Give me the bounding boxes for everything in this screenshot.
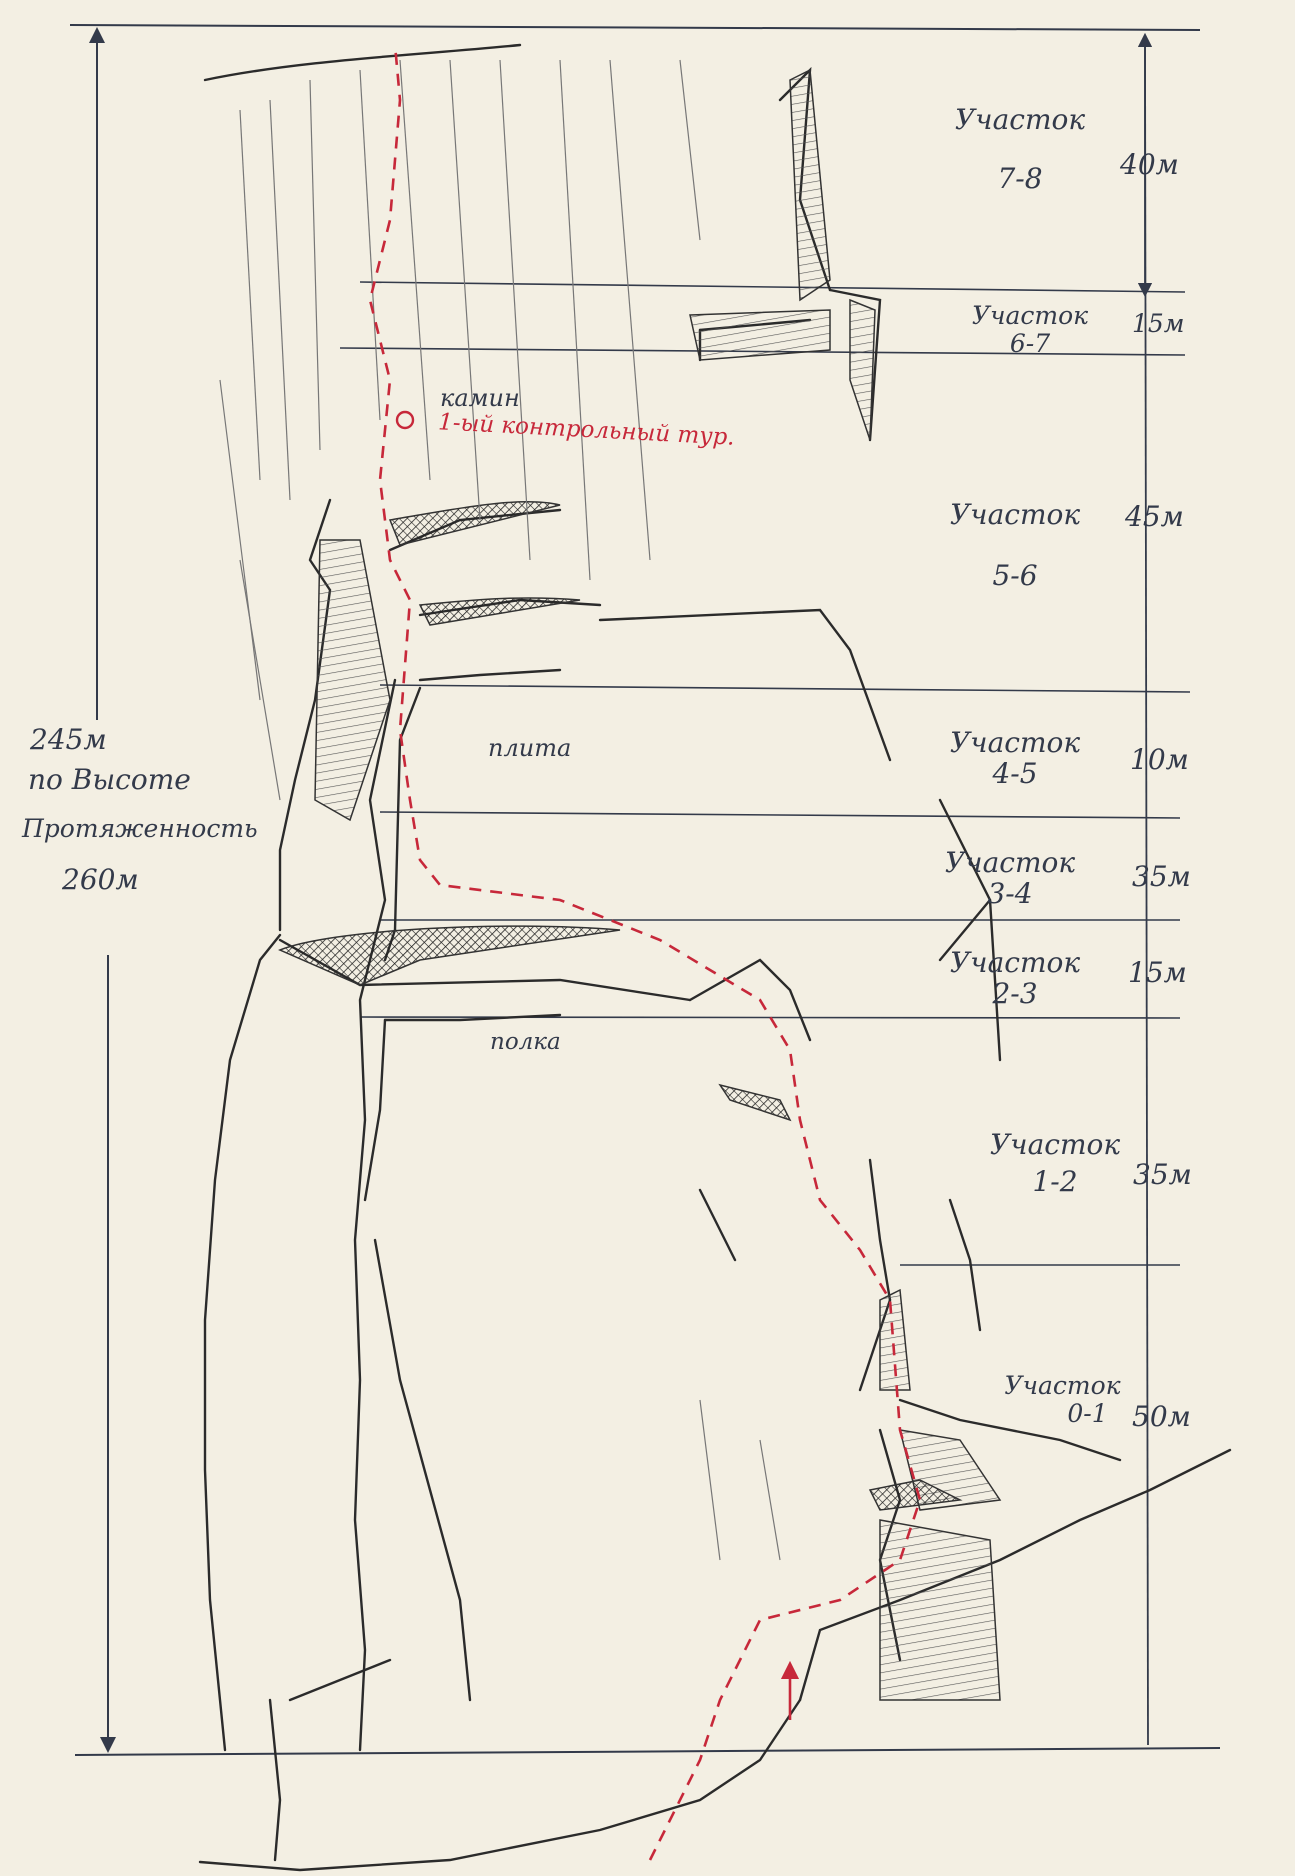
section-height-5-6: 45м: [1125, 500, 1184, 533]
section-height-6-7: 15м: [1132, 309, 1185, 338]
section-range: 6-7: [1009, 328, 1051, 358]
ledge-label: полка: [490, 1029, 561, 1055]
chimney-label: камин: [440, 384, 520, 412]
section-height-2-3: 15м: [1128, 956, 1187, 989]
section-label: Участок: [954, 103, 1086, 136]
bottom-line: [74, 1747, 1221, 1756]
section-range: 2-3: [992, 976, 1038, 1010]
section-range: 4-5: [992, 756, 1038, 790]
total-height-value: 245м: [30, 723, 107, 756]
slab-label: плита: [488, 734, 572, 762]
section-7-8: Участок 7-8: [950, 103, 1090, 195]
section-label: Участок: [971, 301, 1089, 330]
section-height-4-5: 10м: [1130, 743, 1189, 776]
section-label: Участок: [989, 1128, 1121, 1161]
section-range: 1-2: [1032, 1164, 1078, 1198]
section-3-4: Участок 3-4: [940, 846, 1080, 910]
section-range: 3-4: [987, 876, 1033, 910]
top-line: [69, 24, 1201, 31]
total-height-label: по Высоте: [28, 763, 191, 796]
section-height-7-8: 40м: [1120, 148, 1179, 181]
route-length-label: Протяженность: [22, 814, 258, 843]
section-5-6: Участок 5-6: [945, 498, 1085, 592]
section-label: Участок: [949, 726, 1081, 759]
section-label: Участок: [949, 946, 1081, 979]
section-label: Участок: [949, 498, 1081, 531]
section-6-7: Участок 6-7: [965, 302, 1095, 357]
right-scale-line: [1144, 39, 1149, 1746]
control-cairn-marker: [395, 410, 415, 430]
section-0-1: Участок 0-1: [995, 1372, 1130, 1427]
climbing-route: [368, 44, 922, 1861]
section-1-2: Участок 1-2: [985, 1128, 1125, 1198]
section-height-0-1: 50м: [1132, 1400, 1191, 1433]
section-label: Участок: [1004, 1371, 1121, 1400]
section-2-3: Участок 2-3: [945, 946, 1085, 1010]
section-4-5: Участок 4-5: [945, 726, 1085, 790]
section-height-1-2: 35м: [1133, 1158, 1192, 1191]
slab-strokes: [219, 59, 781, 1561]
rock-shading: [278, 68, 1002, 1701]
section-range: 5-6: [992, 558, 1038, 592]
section-range: 7-8: [997, 161, 1043, 195]
route-length-value: 260м: [62, 863, 139, 896]
section-label: Участок: [944, 846, 1076, 879]
section-height-3-4: 35м: [1132, 860, 1191, 893]
section-range: 0-1: [1067, 1398, 1108, 1428]
